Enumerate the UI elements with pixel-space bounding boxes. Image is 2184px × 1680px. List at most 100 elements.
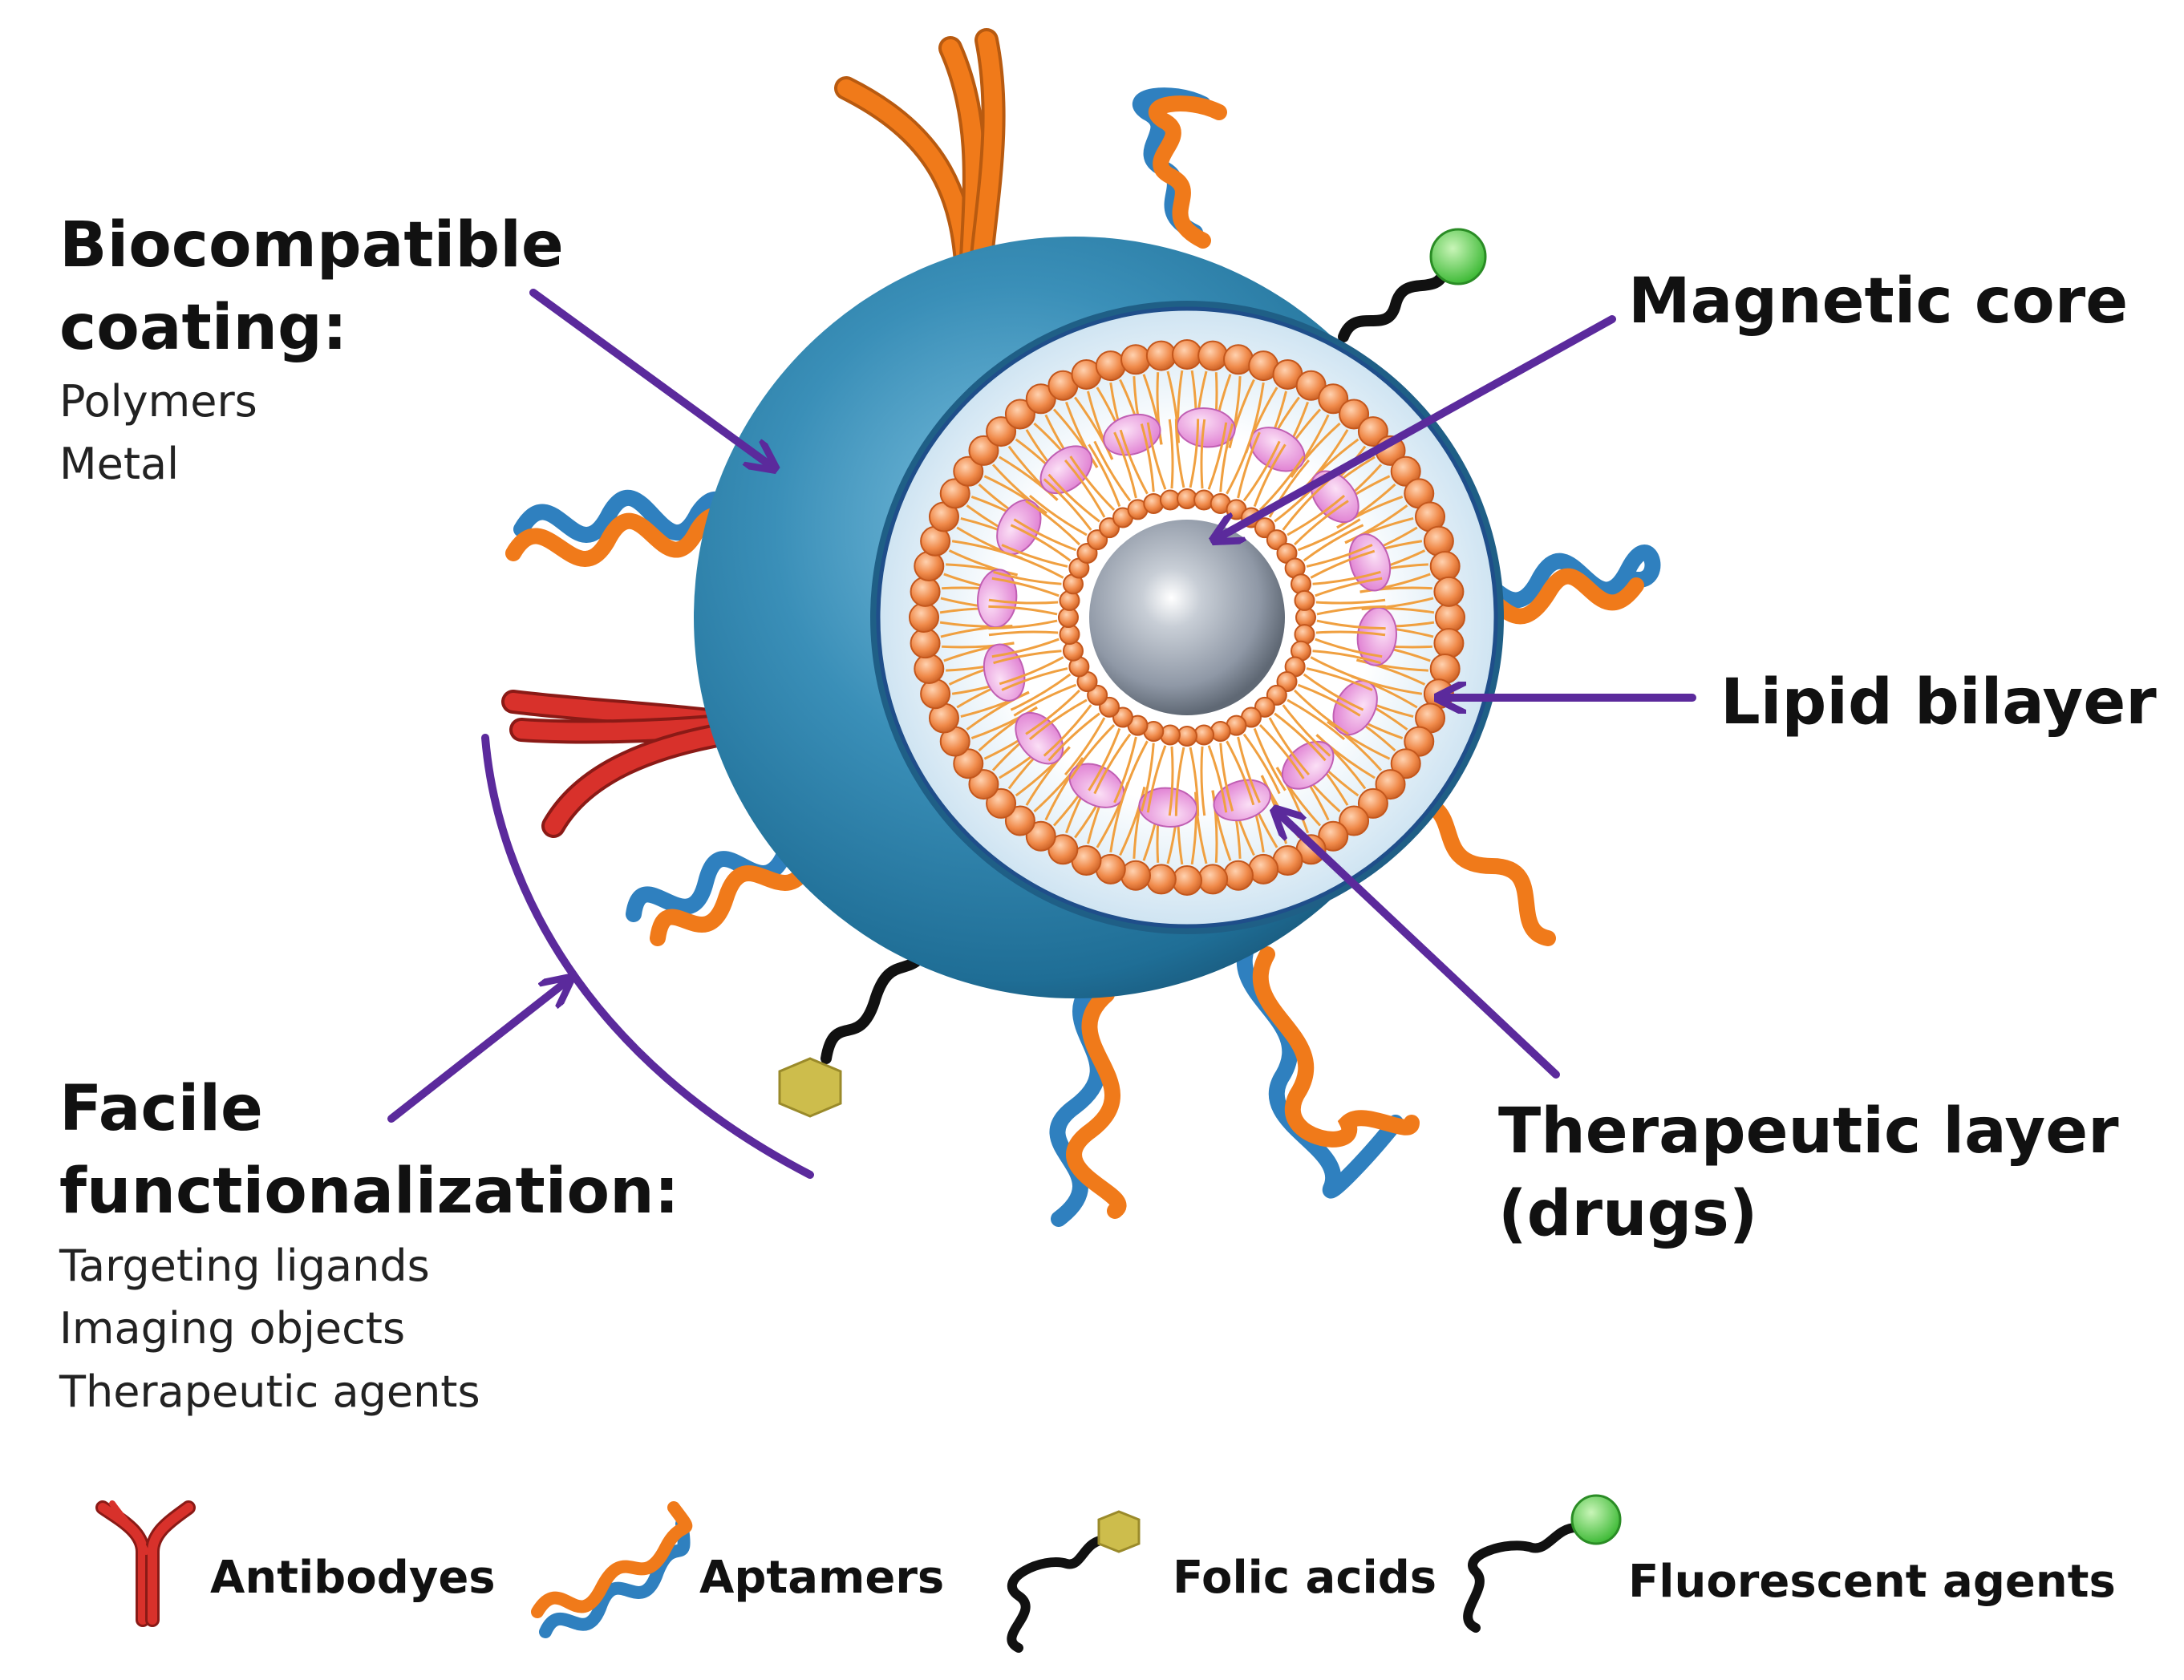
lipid-tail: [1228, 379, 1255, 448]
lipid-tail: [1361, 597, 1434, 611]
lipid-tail: [1303, 438, 1359, 489]
lipid-tail: [1189, 747, 1200, 816]
facile-title-line2: functionalization:: [59, 1155, 679, 1228]
lipid-head: [986, 787, 1017, 819]
lipid-tail: [1306, 544, 1373, 568]
lipid-tail: [988, 630, 1059, 637]
lipid-head: [1433, 576, 1465, 607]
aptamer-top-right: [1132, 87, 1227, 249]
lipid-tail: [1359, 586, 1432, 593]
lipid-tail: [1119, 429, 1149, 495]
legend-label-fluorescent-agents: Fluorescent agents: [1628, 1556, 2116, 1608]
lipid-tail: [1190, 791, 1197, 865]
lipid-tail: [1242, 733, 1281, 795]
lipid-tail: [1113, 431, 1137, 499]
lipid-head: [1095, 350, 1126, 382]
lipid-tail: [1047, 712, 1100, 762]
lipid-tail: [1315, 577, 1383, 597]
biocompatible-item: Polymers: [59, 376, 257, 427]
lipid-head: [1294, 589, 1315, 611]
therapeutic-label-line1: Therapeutic layer: [1498, 1095, 2119, 1168]
lipid-head: [1433, 628, 1465, 659]
lipid-tail: [1200, 419, 1206, 489]
lipid-head: [910, 576, 941, 607]
biocompatible-list: Polymers Metal: [59, 370, 257, 496]
aptamer-bottom-left: [1049, 970, 1127, 1227]
lipid-tail: [1028, 698, 1088, 740]
legend-label-antibodies: Antibodyes: [210, 1552, 496, 1604]
lipid-tail: [960, 691, 1030, 718]
lipid-head: [1197, 864, 1229, 895]
lipid-tails-inner: [988, 419, 1386, 816]
lipid-tail: [1093, 440, 1132, 502]
lipid-head: [1429, 551, 1461, 582]
lipid-tail: [991, 577, 1060, 597]
lipid-tail: [1168, 419, 1174, 489]
lipid-head: [1248, 853, 1279, 885]
lipid-tail: [1315, 630, 1386, 637]
lipid-tail: [1297, 518, 1361, 552]
lipid-tail: [1316, 619, 1386, 630]
lipid-head: [914, 551, 945, 582]
lipid-tail: [1219, 743, 1234, 812]
lipid-tail: [1087, 391, 1113, 460]
lipid-head: [1357, 787, 1388, 819]
lipid-tail: [1001, 544, 1068, 568]
legend-label-aptamers: Aptamers: [699, 1552, 945, 1604]
lipid-head: [953, 748, 984, 779]
lipid-tail: [970, 706, 1038, 740]
fluorescent-agent-top: [1338, 228, 1487, 342]
lipid-bilayer-label: Lipid bilayer: [1720, 666, 2157, 739]
lipid-head: [1318, 820, 1349, 852]
lipid-tail: [1315, 734, 1367, 790]
lipid-tail: [999, 549, 1064, 579]
lipid-head: [1375, 769, 1406, 800]
lipid-head: [1357, 416, 1388, 447]
lipid-tail: [1064, 401, 1099, 468]
biocompatible-item: Metal: [59, 439, 180, 490]
arrow-biocompatible: [529, 289, 770, 465]
lipid-tail: [988, 598, 1059, 605]
lipid-tail: [1010, 524, 1072, 562]
lipid-tail: [1315, 638, 1383, 658]
lipid-tail: [1028, 495, 1088, 536]
lipid-head: [1120, 344, 1152, 375]
lipid-head: [1339, 805, 1370, 836]
lipid-head: [1222, 344, 1254, 375]
folic-acid-icon: [1007, 1510, 1141, 1653]
lipid-tail: [939, 621, 1013, 628]
lipid-head: [986, 416, 1017, 447]
lipid-tail: [993, 650, 1062, 665]
lipid-tail: [1189, 419, 1200, 488]
lipid-tail: [1200, 746, 1206, 816]
arrow-therapeutic: [1279, 814, 1560, 1079]
biocompatible-title-line2: coating:: [59, 291, 348, 364]
arrow-functionalization: [387, 982, 565, 1123]
lipid-tail: [1140, 743, 1155, 812]
lipid-tail: [1293, 500, 1349, 546]
lipid-tail: [1119, 740, 1149, 806]
lipid-head: [1429, 653, 1461, 684]
lipid-head: [1318, 383, 1349, 415]
lipid-tail: [988, 619, 1058, 630]
lipid-tail: [1069, 723, 1116, 779]
facile-item: Targeting ligands: [59, 1241, 430, 1291]
lipid-tail: [1282, 478, 1331, 531]
functionalization-bracket: [481, 734, 814, 1179]
lipid-tail: [1047, 473, 1100, 523]
lipid-tail: [1010, 673, 1072, 711]
facile-item: Therapeutic agents: [59, 1366, 480, 1417]
lipid-head: [1222, 860, 1254, 891]
lipid-tail: [1286, 698, 1346, 740]
facile-item: Imaging objects: [59, 1303, 406, 1354]
lipid-tail: [1207, 422, 1228, 490]
lipid-tail: [1282, 704, 1331, 757]
lipid-tail: [1356, 658, 1426, 686]
lipid-tail: [1303, 673, 1364, 711]
arrows: [387, 289, 1696, 1179]
lipid-tail: [1268, 717, 1311, 776]
lipid-tail: [1088, 443, 1121, 508]
lipid-head: [1423, 525, 1454, 557]
antibody-icon: [95, 1500, 196, 1627]
magnetic-core-label: Magnetic core: [1628, 265, 2129, 338]
